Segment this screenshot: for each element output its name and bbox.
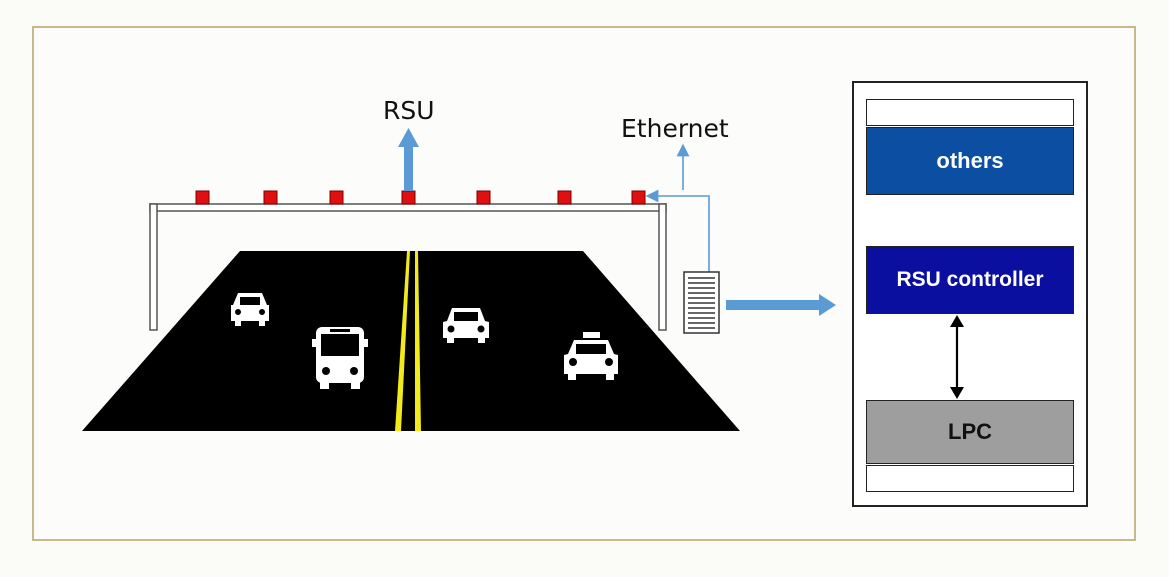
rsu-unit — [263, 190, 278, 205]
bidirectional-arrow — [950, 315, 964, 399]
ethernet-connection — [645, 143, 710, 272]
switch-box — [683, 271, 720, 334]
taxi-icon — [564, 332, 618, 380]
rsu-unit — [476, 190, 491, 205]
equipment-rack: others RSU controller LPC — [852, 81, 1088, 507]
rack-slot-others: others — [866, 127, 1074, 195]
rsu-units — [195, 190, 646, 205]
lpc-label: LPC — [948, 419, 992, 444]
road — [82, 251, 740, 431]
rsu-unit — [557, 190, 572, 205]
rack-empty-slot — [866, 99, 1074, 126]
rsu-unit — [329, 190, 344, 205]
ethernet-label: Ethernet — [621, 114, 729, 143]
arrow-to-rack — [726, 294, 836, 316]
rsu-arrow — [398, 128, 419, 191]
center-line — [395, 251, 421, 431]
rack-slot-lpc: LPC — [866, 400, 1074, 464]
car-icon — [443, 308, 489, 343]
rsu-unit — [195, 190, 210, 205]
rack-empty-slot — [866, 465, 1074, 492]
car-icon — [231, 293, 269, 326]
rsu-controller-label: RSU controller — [896, 268, 1044, 291]
others-label: others — [936, 148, 1004, 173]
rack-slot-rsu-controller: RSU controller — [866, 246, 1074, 314]
rsu-unit — [401, 190, 416, 205]
rsu-label: RSU — [383, 96, 435, 125]
rsu-unit — [631, 190, 646, 205]
bus-icon — [312, 327, 368, 389]
